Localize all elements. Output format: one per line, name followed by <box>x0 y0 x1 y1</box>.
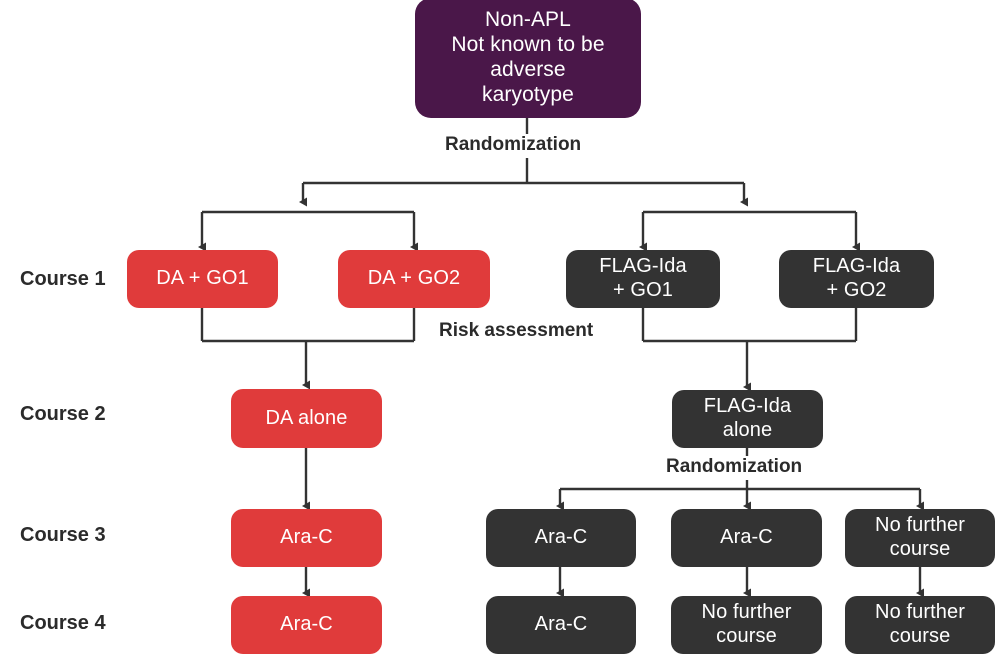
node-course1-da-go2[interactable]: DA + GO2 <box>338 250 490 308</box>
node-course2-flag-ida-alone[interactable]: FLAG-Ida alone <box>672 390 823 448</box>
node-course2-da-alone[interactable]: DA alone <box>231 389 382 448</box>
node-course4-no-further-course-b[interactable]: No further course <box>671 596 822 654</box>
node-course1-da-go1[interactable]: DA + GO1 <box>127 250 278 308</box>
row-label-course-4: Course 4 <box>20 612 106 634</box>
node-course3-arac-a[interactable]: Ara-C <box>486 509 636 567</box>
node-course4-no-further-course-c[interactable]: No further course <box>845 596 995 654</box>
row-label-course-3: Course 3 <box>20 524 106 546</box>
node-course3-no-further-course[interactable]: No further course <box>845 509 995 567</box>
node-course3-arac-b[interactable]: Ara-C <box>671 509 822 567</box>
node-root-non-apl[interactable]: Non-APL Not known to be adverse karyotyp… <box>415 0 641 118</box>
node-course4-arac-left[interactable]: Ara-C <box>231 596 382 654</box>
row-label-course-2: Course 2 <box>20 403 106 425</box>
node-course3-arac-left[interactable]: Ara-C <box>231 509 382 567</box>
edge-label-randomization-mid: Randomization <box>662 456 807 478</box>
node-course4-arac-a[interactable]: Ara-C <box>486 596 636 654</box>
edge-label-risk-assessment: Risk assessment <box>435 320 598 342</box>
edge-label-randomization-top: Randomization <box>441 134 586 156</box>
node-course1-flag-ida-go2[interactable]: FLAG-Ida + GO2 <box>779 250 934 308</box>
row-label-course-1: Course 1 <box>20 268 106 290</box>
node-course1-flag-ida-go1[interactable]: FLAG-Ida + GO1 <box>566 250 720 308</box>
